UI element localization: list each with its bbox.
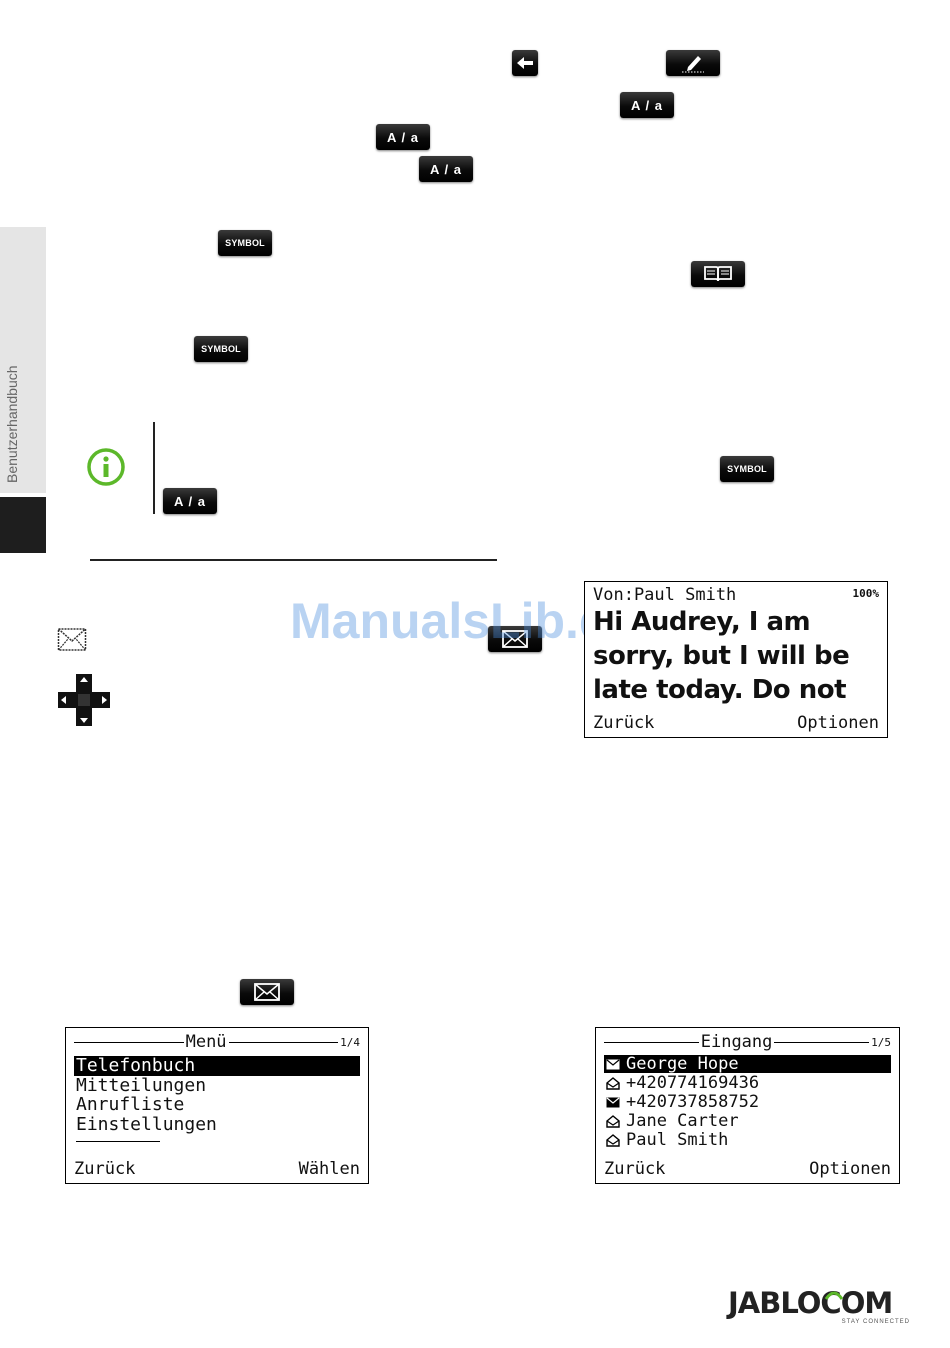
menu-item[interactable]: Mitteilungen xyxy=(76,1075,207,1096)
read-message-icon xyxy=(606,1114,620,1128)
case-key: A / a xyxy=(419,156,473,182)
inbox-item[interactable]: +420774169436 xyxy=(604,1073,891,1093)
inbox-item-label: +420774169436 xyxy=(626,1073,760,1093)
menu-title: Menü xyxy=(185,1032,227,1052)
read-message-icon xyxy=(606,1076,620,1090)
inbox-item[interactable]: Jane Carter xyxy=(604,1111,891,1131)
phonebook-key xyxy=(691,261,745,287)
sidebar-tab xyxy=(0,227,46,493)
message-sender: Von:Paul Smith xyxy=(593,585,737,605)
inbox-item-label: Paul Smith xyxy=(626,1130,729,1150)
envelope-icon xyxy=(254,983,280,1001)
message-line: late today. Do not xyxy=(593,675,847,705)
symbol-key: SYMBOL xyxy=(720,456,774,482)
pencil-icon xyxy=(682,56,704,73)
back-softkey[interactable]: Zurück xyxy=(593,713,655,733)
page-indicator: 1/5 xyxy=(871,1035,891,1049)
battery-level: 100% xyxy=(852,587,880,600)
logo-tagline: STAY CONNECTED xyxy=(841,1319,910,1325)
menu-item[interactable]: Telefonbuch xyxy=(74,1056,360,1076)
back-softkey[interactable]: Zurück xyxy=(74,1159,136,1179)
inbox-item-label: Jane Carter xyxy=(626,1111,739,1131)
logo-wordmark: JABLOCOM xyxy=(728,1286,893,1320)
edit-key xyxy=(666,50,720,76)
read-message-icon xyxy=(606,1133,620,1147)
arrow-left-icon xyxy=(517,57,533,69)
select-softkey[interactable]: Wählen xyxy=(298,1159,360,1179)
info-divider xyxy=(153,422,155,514)
unread-message-icon xyxy=(606,1097,620,1107)
symbol-key: SYMBOL xyxy=(218,230,272,256)
inbox-screen: Eingang 1/5 George Hope +420774169436 +4… xyxy=(595,1027,900,1184)
inbox-item[interactable]: +420737858752 xyxy=(604,1092,891,1112)
options-softkey[interactable]: Optionen xyxy=(797,713,879,733)
menu-item[interactable]: Anrufliste xyxy=(76,1094,185,1115)
menu-item[interactable]: Einstellungen xyxy=(76,1114,217,1135)
menu-separator xyxy=(76,1141,160,1142)
case-key: A / a xyxy=(376,124,430,150)
inbox-item[interactable]: Paul Smith xyxy=(604,1130,891,1150)
inbox-item-label: +420737858752 xyxy=(626,1092,760,1112)
sidebar-marker xyxy=(0,497,46,553)
options-softkey[interactable]: Optionen xyxy=(809,1159,891,1179)
inbox-title: Eingang xyxy=(700,1032,773,1052)
navigation-dpad-icon xyxy=(58,674,110,726)
message-line: Hi Audrey, I am xyxy=(593,607,811,637)
logo-accent-icon xyxy=(824,1291,844,1300)
inbox-item[interactable]: George Hope xyxy=(604,1054,891,1074)
backspace-key xyxy=(512,50,538,76)
envelope-icon xyxy=(502,630,528,648)
menu-screen: Menü 1/4 Telefonbuch Mitteilungen Anrufl… xyxy=(65,1027,369,1184)
message-screen: Von:Paul Smith 100% Hi Audrey, I am sorr… xyxy=(584,581,888,738)
unread-message-icon xyxy=(606,1059,620,1069)
case-key: A / a xyxy=(163,488,217,514)
case-key: A / a xyxy=(620,92,674,118)
info-icon xyxy=(87,448,125,486)
watermark: ManualsLib.de xyxy=(290,593,638,649)
page-indicator: 1/4 xyxy=(340,1035,361,1049)
sidebar-label: Benutzerhandbuch xyxy=(4,365,20,483)
jablocom-logo: JABLOCOM STAY CONNECTED xyxy=(728,1287,912,1331)
back-softkey[interactable]: Zurück xyxy=(604,1159,666,1179)
message-line: sorry, but I will be xyxy=(593,641,850,671)
inbox-item-label: George Hope xyxy=(626,1054,739,1074)
section-divider xyxy=(90,559,497,561)
book-icon xyxy=(704,266,732,282)
message-envelope-icon xyxy=(57,628,87,651)
message-key xyxy=(488,626,542,652)
symbol-key: SYMBOL xyxy=(194,336,248,362)
message-key xyxy=(240,979,294,1005)
